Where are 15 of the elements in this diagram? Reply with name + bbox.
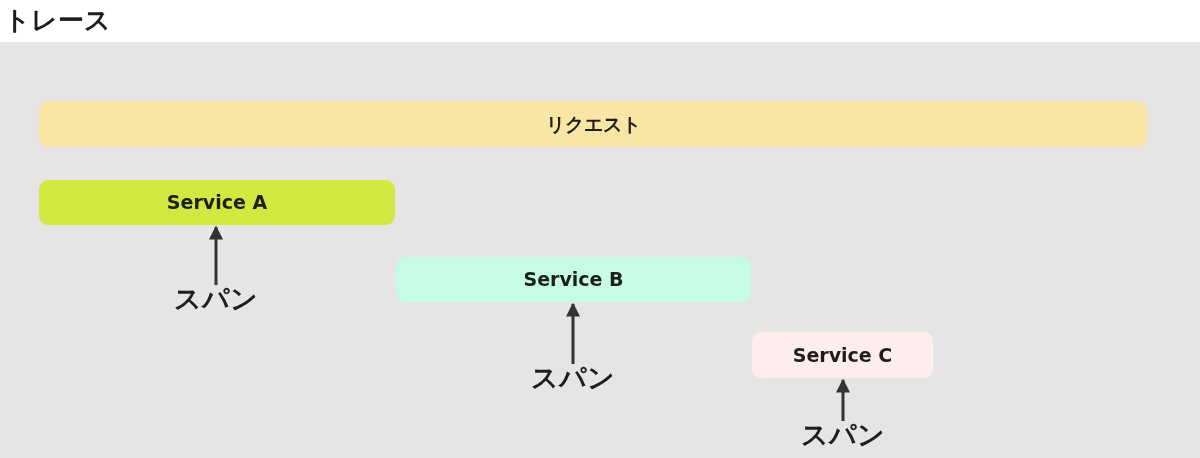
- request-bar: [39, 101, 1147, 147]
- service-bar: [39, 180, 395, 225]
- node-label: Service B: [523, 268, 624, 291]
- span-label: スパン: [531, 362, 615, 394]
- arrow: [566, 302, 580, 364]
- arrow: [209, 225, 223, 285]
- service-bar: [752, 332, 933, 378]
- service-bar: [396, 257, 751, 302]
- node-label: Service C: [792, 343, 893, 367]
- span-label: スパン: [801, 419, 885, 451]
- node-label: リクエスト: [545, 112, 641, 136]
- node-label: Service A: [166, 191, 268, 214]
- span-label: スパン: [174, 283, 258, 315]
- diagram-title: トレース: [4, 4, 111, 36]
- arrow: [836, 378, 850, 421]
